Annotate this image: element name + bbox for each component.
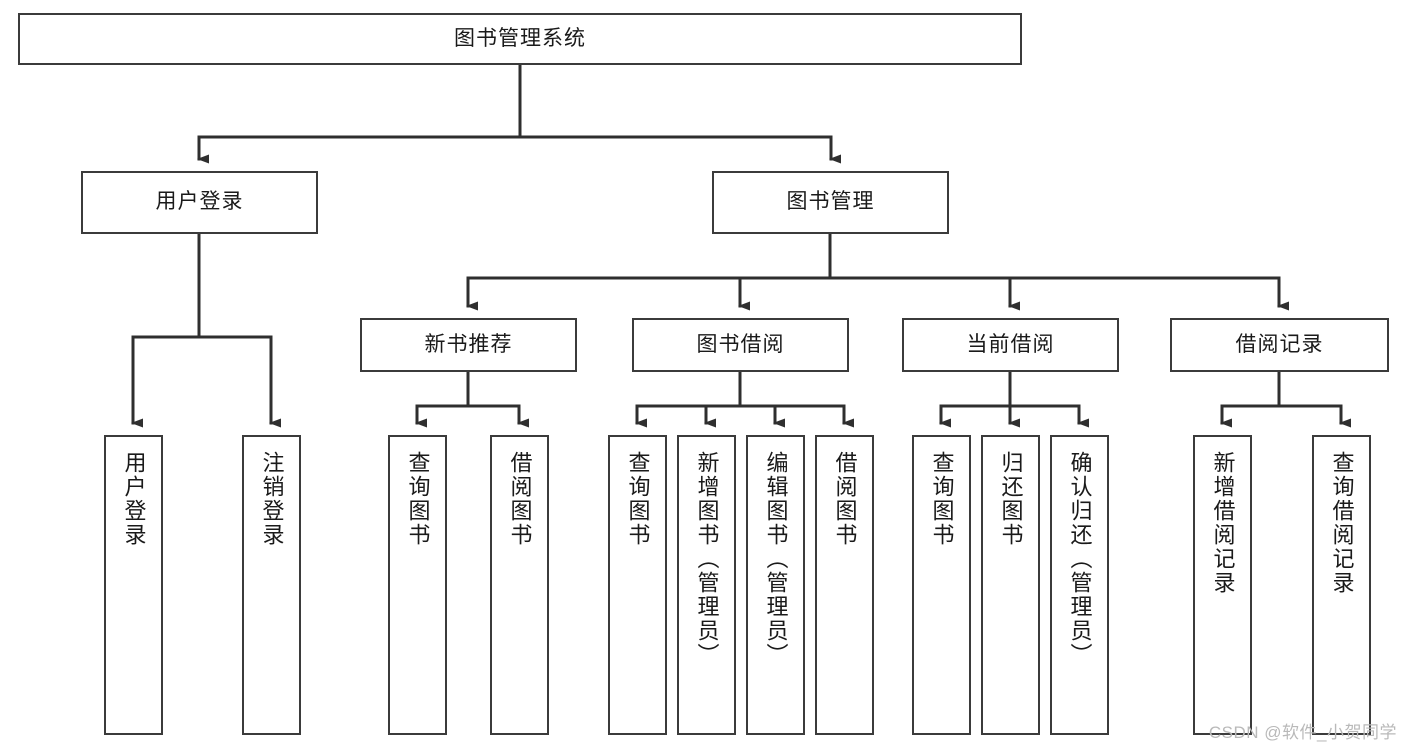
leaf-query-books-recommend[interactable]: 查询图书 [388,435,447,735]
node-book-borrow-label: 图书借阅 [696,332,785,356]
leaf-label: 借阅图书 [507,451,533,547]
leaf-return-books[interactable]: 归还图书 [981,435,1040,735]
leaf-borrow-books[interactable]: 借阅图书 [815,435,874,735]
node-current-borrow-label: 当前借阅 [966,332,1055,356]
watermark-text: CSDN @软件_小贺同学 [1208,723,1397,742]
leaf-label: 查询图书 [929,451,955,547]
leaf-label: 新增借阅记录 [1210,451,1236,595]
leaf-add-borrow-record[interactable]: 新增借阅记录 [1193,435,1252,735]
leaf-label: 查询借阅记录 [1329,451,1355,595]
leaf-query-books-borrow[interactable]: 查询图书 [608,435,667,735]
node-user-login[interactable]: 用户登录 [81,171,318,234]
leaf-label: 查询图书 [405,451,431,547]
leaf-label: 新增图书（管理员） [694,451,720,667]
leaf-label: 归还图书 [998,451,1024,547]
leaf-logout[interactable]: 注销登录 [242,435,301,735]
node-root-label: 图书管理系统 [454,26,586,50]
leaf-label: 确认归还（管理员） [1067,451,1093,667]
leaf-query-books-current[interactable]: 查询图书 [912,435,971,735]
leaf-label: 借阅图书 [832,451,858,547]
node-borrow-records[interactable]: 借阅记录 [1170,318,1389,372]
node-user-login-label: 用户登录 [155,190,244,214]
node-book-management-label: 图书管理 [786,190,875,214]
leaf-borrow-books-recommend[interactable]: 借阅图书 [490,435,549,735]
leaf-label: 注销登录 [259,451,285,547]
leaf-user-login[interactable]: 用户登录 [104,435,163,735]
node-current-borrow[interactable]: 当前借阅 [902,318,1119,372]
node-book-borrow[interactable]: 图书借阅 [632,318,849,372]
leaf-label: 查询图书 [625,451,651,547]
node-book-management[interactable]: 图书管理 [712,171,949,234]
leaf-query-borrow-record[interactable]: 查询借阅记录 [1312,435,1371,735]
leaf-add-book-admin[interactable]: 新增图书（管理员） [677,435,736,735]
leaf-label: 编辑图书（管理员） [763,451,789,667]
node-root[interactable]: 图书管理系统 [18,13,1022,65]
node-new-book-recommend[interactable]: 新书推荐 [360,318,577,372]
node-borrow-records-label: 借阅记录 [1235,332,1324,356]
leaf-label: 用户登录 [121,451,147,547]
leaf-edit-book-admin[interactable]: 编辑图书（管理员） [746,435,805,735]
leaf-confirm-return-admin[interactable]: 确认归还（管理员） [1050,435,1109,735]
node-new-book-recommend-label: 新书推荐 [424,332,513,356]
